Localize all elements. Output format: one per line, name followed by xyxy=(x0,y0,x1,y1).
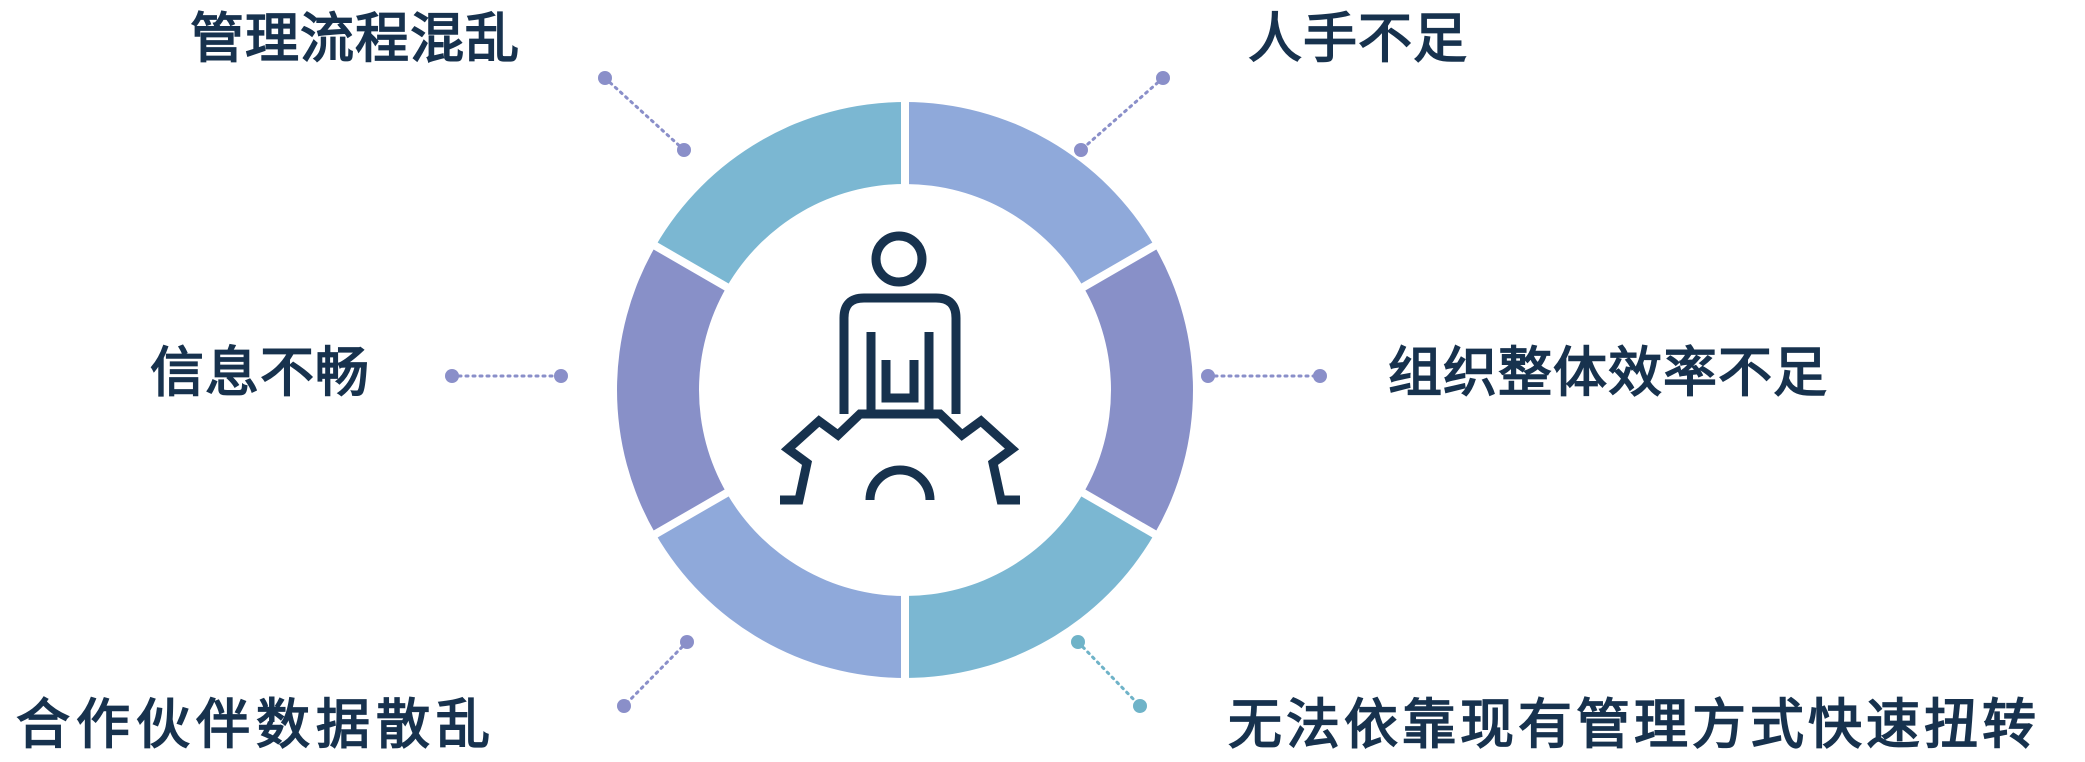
person-head xyxy=(871,231,927,287)
connector-bottom-left xyxy=(617,635,694,713)
ring-segment-bottom-right xyxy=(905,493,1155,678)
label-poor-information-flow: 信息不畅 xyxy=(150,341,370,404)
ring-separators xyxy=(648,96,1162,684)
gear-hub xyxy=(865,465,935,501)
ring-segment-top-right xyxy=(905,102,1155,287)
connector-top-left xyxy=(598,71,691,157)
person-body xyxy=(839,293,961,414)
ring-segment-bottom-left xyxy=(655,493,905,678)
person-legs xyxy=(866,360,934,414)
connector-top-right xyxy=(1074,71,1170,157)
label-partner-data-scattered: 合作伙伴数据散乱 xyxy=(16,693,496,756)
label-low-org-efficiency: 组织整体效率不足 xyxy=(1388,341,1828,404)
connector-mid-right xyxy=(1201,369,1327,383)
connector-bottom-right xyxy=(1071,635,1147,713)
label-cannot-turn-around: 无法依靠现有管理方式快速扭转 xyxy=(1228,693,2040,756)
ring-segment-right xyxy=(1083,246,1193,534)
person-on-gear-icon xyxy=(780,231,1020,505)
label-understaffed: 人手不足 xyxy=(1248,7,1468,70)
label-management-process-chaos: 管理流程混乱 xyxy=(190,7,520,70)
ring-segment-left xyxy=(617,246,727,534)
ring-segment-top-left xyxy=(655,102,905,287)
gear-outline xyxy=(780,409,1020,505)
connector-mid-left xyxy=(445,369,568,383)
